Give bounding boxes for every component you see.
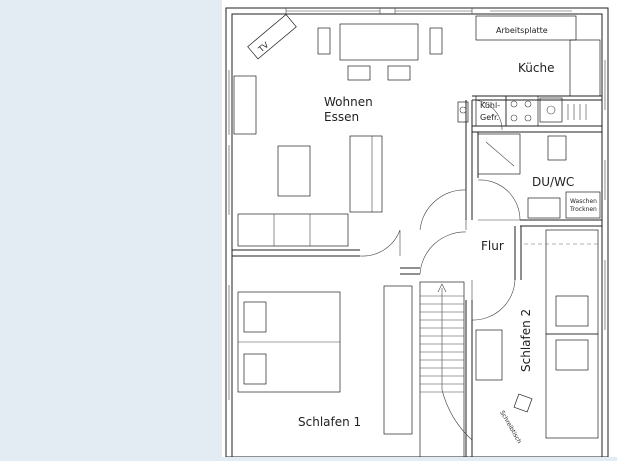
dining-table [339, 23, 419, 61]
washbasin [527, 197, 561, 219]
label-schlafen2: Schlafen 2 [519, 309, 533, 372]
sink [539, 97, 563, 123]
bathroom-fixtures [477, 133, 601, 219]
label-schlafen1: Schlafen 1 [298, 415, 361, 429]
tv-cabinet [247, 14, 297, 60]
toilet [547, 135, 567, 161]
armchair [349, 135, 383, 213]
bedroom1-furniture [237, 285, 413, 435]
shower [477, 133, 521, 175]
label-gefr: Gefr. [480, 113, 499, 122]
label-trocknen: Trocknen [569, 206, 597, 213]
wardrobe [383, 285, 413, 435]
label-du-wc: DU/WC [532, 175, 574, 189]
label-arbeitsplatte: Arbeitsplatte [496, 26, 548, 35]
desk [475, 329, 503, 381]
coffee-table [277, 145, 311, 197]
label-kuehl: Kühl- [480, 101, 500, 110]
bed-b [545, 333, 599, 439]
label-wohnen: Wohnen [324, 95, 373, 109]
worktop [475, 15, 577, 41]
stove [505, 95, 539, 127]
sofa [237, 213, 349, 247]
label-waschen: Waschen [570, 198, 597, 205]
kitchen-fixtures [475, 15, 601, 127]
label-flur: Flur [481, 239, 504, 253]
paper-background [222, 0, 617, 457]
washer [565, 191, 601, 219]
living-furniture [233, 14, 469, 247]
label-essen: Essen [324, 110, 359, 124]
label-kueche: Küche [518, 61, 554, 75]
doors [359, 99, 521, 321]
shelf [233, 75, 257, 135]
bedroom2-furniture [475, 229, 600, 439]
